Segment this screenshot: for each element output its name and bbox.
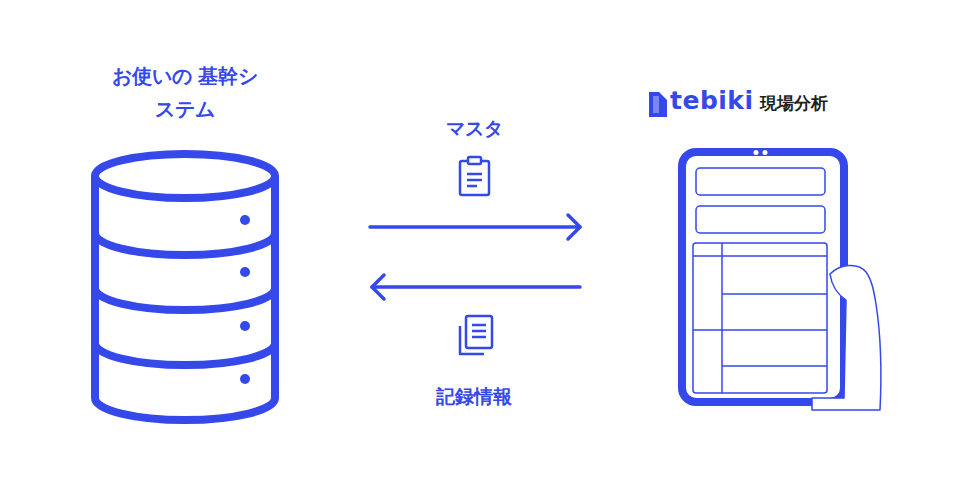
- arrow-line: [370, 225, 580, 229]
- logo-mark-detail: [653, 96, 659, 113]
- system-node: お使いの 基幹システム: [92, 60, 278, 420]
- arrow-head: [568, 215, 580, 239]
- clipboard-icon: [460, 157, 489, 195]
- documents-icon: [460, 316, 492, 354]
- hand-base: [812, 405, 880, 406]
- hand-icon: [812, 265, 881, 410]
- product-logo: tebiki: [670, 86, 754, 116]
- database-icon: [95, 154, 275, 420]
- logo-mark: [649, 92, 667, 117]
- arrow-label: マスタ: [446, 115, 503, 141]
- system-name: お使いの 基幹システム: [110, 60, 260, 126]
- master-arrow: [370, 215, 580, 239]
- tablet-icon: [682, 150, 844, 402]
- arrow-label: 記録情報: [436, 383, 512, 409]
- product-name: 現場分析: [760, 88, 828, 118]
- arrow-line: [372, 285, 580, 289]
- record-arrow: [372, 275, 580, 299]
- database-dots: [240, 215, 250, 384]
- tablet-node: tebiki現場分析: [648, 88, 870, 410]
- arrow-head: [372, 275, 384, 299]
